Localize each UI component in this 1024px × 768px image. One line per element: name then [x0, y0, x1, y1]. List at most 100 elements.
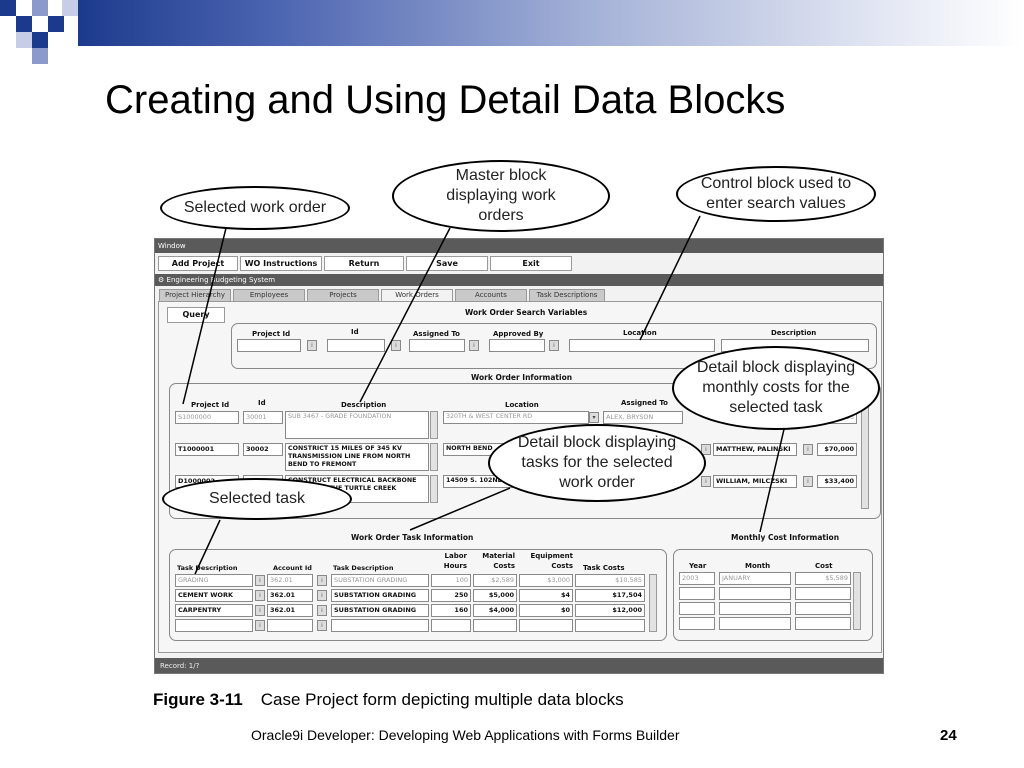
task-name-cell[interactable]: CARPENTRY — [175, 604, 253, 617]
material-cost-cell[interactable] — [473, 619, 517, 632]
lov-button[interactable]: ⁞ — [391, 340, 401, 351]
search-approved-input[interactable] — [489, 339, 545, 352]
wo-amount-cell[interactable]: $70,000 — [817, 443, 857, 456]
tab-project-hierarchy[interactable]: Project Hierarchy — [159, 289, 231, 301]
task-name-cell[interactable] — [175, 619, 253, 632]
year-cell[interactable]: 2003 — [679, 572, 715, 585]
callout-selected-task: Selected task — [162, 478, 352, 520]
year-cell[interactable] — [679, 602, 715, 615]
task-account-cell[interactable]: 362.01 — [267, 589, 313, 602]
tab-projects[interactable]: Projects — [307, 289, 379, 301]
wo-description-cell[interactable]: SUB 3467 - GRADE FOUNDATION — [285, 411, 429, 439]
labor-hours-cell[interactable]: 160 — [431, 604, 471, 617]
description-scrollbar[interactable] — [430, 443, 438, 471]
labor-hours-cell[interactable] — [431, 619, 471, 632]
wo-assigned-cell[interactable]: WILLIAM, MILCZSKI — [713, 475, 797, 488]
wo-id-cell[interactable]: 30002 — [243, 443, 283, 456]
lov-button[interactable]: ⁞ — [317, 605, 327, 616]
lov-button[interactable]: ⁞ — [701, 444, 711, 455]
task-cost-cell[interactable]: $12,000 — [575, 604, 645, 617]
return-button[interactable]: Return — [324, 256, 404, 271]
menu-bar: Window — [155, 239, 883, 253]
task-cost-cell[interactable] — [575, 619, 645, 632]
lov-button[interactable]: ⁞ — [803, 444, 813, 455]
wo-id-cell[interactable]: 30001 — [243, 411, 283, 424]
exit-button[interactable]: Exit — [490, 256, 572, 271]
task-account-cell[interactable]: 362.01 — [267, 604, 313, 617]
year-cell[interactable] — [679, 587, 715, 600]
search-assigned-input[interactable] — [409, 339, 465, 352]
lov-button[interactable]: ⁞ — [803, 476, 813, 487]
task-desc-cell[interactable] — [331, 619, 429, 632]
cost-cell[interactable] — [795, 602, 851, 615]
equipment-cost-cell[interactable] — [519, 619, 573, 632]
pointer-line — [194, 519, 221, 575]
task-name-cell[interactable]: CEMENT WORK — [175, 589, 253, 602]
month-cell[interactable] — [719, 587, 791, 600]
lov-button[interactable]: ⁞ — [317, 575, 327, 586]
wo-assigned-cell[interactable]: MATTHEW, PALINSKI — [713, 443, 797, 456]
task-name-cell[interactable]: GRADING — [175, 574, 253, 587]
wo-description-cell[interactable]: CONSTRICT 15 MILES OF 345 KV TRANSMISSIO… — [285, 443, 429, 471]
labor-hours-cell[interactable]: 100 — [431, 574, 471, 587]
menu-window[interactable]: Window — [158, 242, 186, 250]
task-block-title: Work Order Task Information — [351, 533, 474, 542]
tab-work-orders[interactable]: Work Orders — [381, 289, 453, 301]
save-button[interactable]: Save — [406, 256, 488, 271]
tab-accounts[interactable]: Accounts — [455, 289, 527, 301]
year-cell[interactable] — [679, 617, 715, 630]
material-cost-cell[interactable]: $2,589 — [473, 574, 517, 587]
wo-project-id-cell[interactable]: S1000000 — [175, 411, 239, 424]
lov-button[interactable]: ⁞ — [255, 620, 265, 631]
lov-button[interactable]: ⁞ — [317, 590, 327, 601]
labor-hours-cell[interactable]: 250 — [431, 589, 471, 602]
year-header: Year — [689, 562, 707, 570]
pointer-line — [182, 227, 227, 405]
month-cell[interactable] — [719, 617, 791, 630]
description-scrollbar[interactable] — [430, 475, 438, 503]
tab-task-descriptions[interactable]: Task Descriptions — [529, 289, 605, 301]
search-location-input[interactable] — [569, 339, 715, 352]
equipment-cost-cell[interactable]: $0 — [519, 604, 573, 617]
wo-assigned-cell[interactable]: ALEX, BRYSON — [603, 411, 683, 424]
month-header: Month — [745, 562, 771, 570]
lov-button[interactable]: ⁞ — [469, 340, 479, 351]
search-id-input[interactable] — [327, 339, 385, 352]
lov-button[interactable]: ⁞ — [307, 340, 317, 351]
query-button[interactable]: Query — [167, 307, 225, 323]
page-number: 24 — [940, 727, 957, 744]
month-cell[interactable]: JANUARY — [719, 572, 791, 585]
wo-project-id-cell[interactable]: T1000001 — [175, 443, 239, 456]
monthly-block-scrollbar[interactable] — [853, 572, 861, 630]
task-block-scrollbar[interactable] — [649, 574, 657, 632]
task-cost-cell[interactable]: $17,504 — [575, 589, 645, 602]
material-cost-cell[interactable]: $4,000 — [473, 604, 517, 617]
cost-cell[interactable] — [795, 587, 851, 600]
search-project-id-input[interactable] — [237, 339, 301, 352]
task-desc-cell[interactable]: SUBSTATION GRADING — [331, 604, 429, 617]
cost-cell[interactable] — [795, 617, 851, 630]
lov-button[interactable]: ⁞ — [549, 340, 559, 351]
lov-button[interactable]: ⁞ — [255, 590, 265, 601]
material-cost-cell[interactable]: $5,000 — [473, 589, 517, 602]
month-cell[interactable] — [719, 602, 791, 615]
task-account-cell[interactable] — [267, 619, 313, 632]
cost-cell[interactable]: $5,589 — [795, 572, 851, 585]
lov-button[interactable]: ⁞ — [255, 605, 265, 616]
equipment-cost-cell[interactable]: $3,000 — [519, 574, 573, 587]
wo-instructions-button[interactable]: WO Instructions — [240, 256, 322, 271]
callout-selected-work-order: Selected work order — [160, 186, 350, 230]
lov-button[interactable]: ⁞ — [317, 620, 327, 631]
task-cost-cell[interactable]: $10,585 — [575, 574, 645, 587]
task-desc-cell[interactable]: SUBSTATION GRADING — [331, 589, 429, 602]
description-scrollbar[interactable] — [430, 411, 438, 439]
wo-location-cell[interactable]: 320TH & WEST CENTER RD — [443, 411, 589, 424]
tab-employees[interactable]: Employees — [233, 289, 305, 301]
wo-amount-cell[interactable]: $33,400 — [817, 475, 857, 488]
lov-button[interactable]: ⁞ — [255, 575, 265, 586]
task-desc-cell[interactable]: SUBSTATION GRADING — [331, 574, 429, 587]
equipment-cost-cell[interactable]: $4 — [519, 589, 573, 602]
task-account-cell[interactable]: 362.01 — [267, 574, 313, 587]
lov-button[interactable]: ⁞ — [701, 476, 711, 487]
lov-button[interactable]: ▾ — [589, 412, 599, 423]
